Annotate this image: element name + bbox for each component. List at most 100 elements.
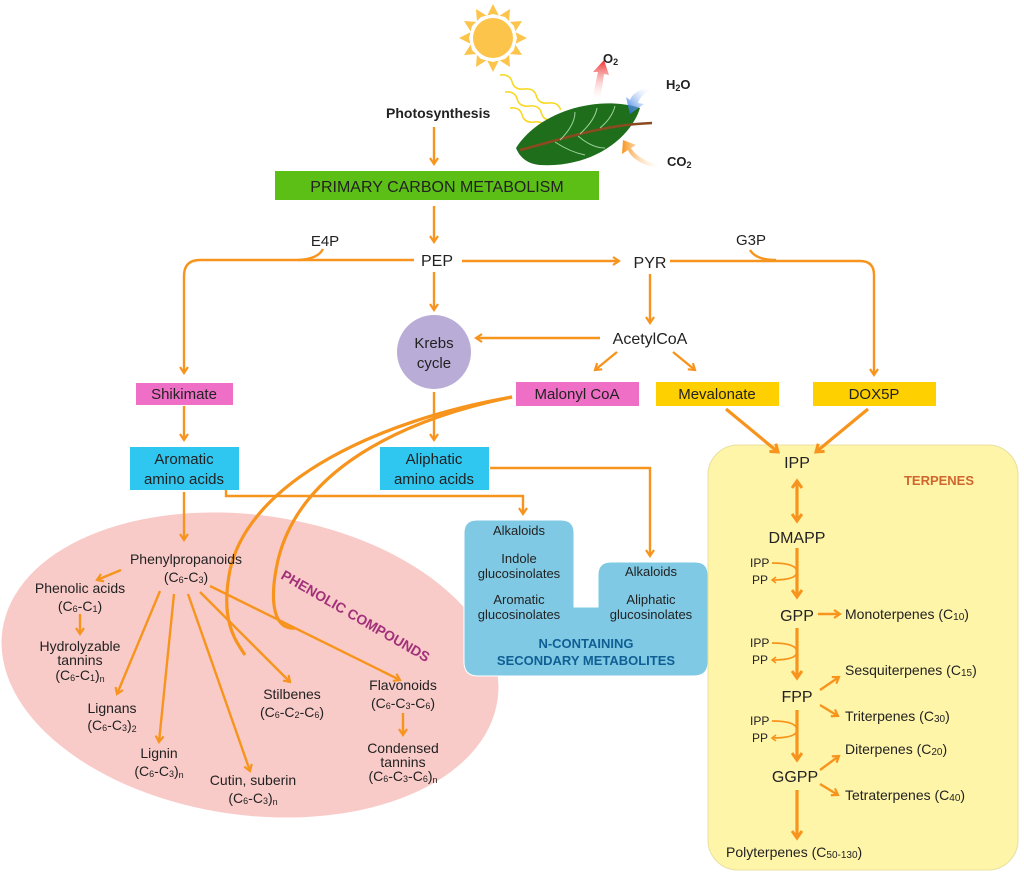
svg-text:(C6-C3-C6)n: (C6-C3-C6)n xyxy=(368,768,437,785)
sesquiterpenes-node[interactable]: Sesquiterpenes (C15) xyxy=(845,662,977,679)
n-containing-right-group: Alkaloids Aliphatic glucosinolates xyxy=(610,564,693,622)
svg-text:glucosinolates: glucosinolates xyxy=(478,566,561,581)
arrow-aliphatic-n-containing xyxy=(490,466,655,558)
co2-arrow-icon xyxy=(622,140,662,168)
svg-text:amino acids: amino acids xyxy=(144,471,224,488)
krebs-cycle-node[interactable]: Krebs cycle xyxy=(397,315,471,389)
svg-text:Aromatic: Aromatic xyxy=(154,451,214,468)
dox5p-box[interactable]: DOX5P xyxy=(813,382,936,406)
svg-text:(C6-C3)n: (C6-C3)n xyxy=(228,790,277,807)
arrow-e4p-join xyxy=(297,248,325,262)
ipp-pp-loop-1 xyxy=(770,562,798,584)
fpp-node[interactable]: FPP xyxy=(781,689,812,706)
pyr-node[interactable]: PYR xyxy=(634,255,667,272)
ipp-pp-loop-3 xyxy=(770,720,798,742)
acetylcoa-node[interactable]: AcetylCoA xyxy=(613,331,688,348)
svg-text:(C6-C2-C6): (C6-C2-C6) xyxy=(260,704,324,720)
svg-text:glucosinolates: glucosinolates xyxy=(478,607,561,622)
svg-text:Krebs: Krebs xyxy=(414,335,453,352)
side-pp-label-2: PP xyxy=(752,653,768,667)
svg-text:Phenolic acids: Phenolic acids xyxy=(35,580,125,596)
condensed-tannins-node[interactable]: Condensed tannins (C6-C3-C6)n xyxy=(367,740,439,785)
svg-text:Condensed: Condensed xyxy=(367,740,439,756)
arrow-dox5p-ipp xyxy=(816,407,870,452)
hydrolyzable-tannins-node[interactable]: Hydrolyzable tannins (C6-C1)n xyxy=(40,638,121,684)
svg-text:tannins: tannins xyxy=(57,652,102,668)
diterpenes-node[interactable]: Diterpenes (C20) xyxy=(845,741,947,758)
shikimate-box[interactable]: Shikimate xyxy=(136,383,233,405)
svg-text:Mevalonate: Mevalonate xyxy=(678,386,756,403)
svg-text:Alkaloids: Alkaloids xyxy=(625,564,678,579)
svg-text:Hydrolyzable: Hydrolyzable xyxy=(40,638,121,654)
gpp-node[interactable]: GPP xyxy=(780,608,814,625)
arrow-ggpp-diterpenes xyxy=(819,754,841,771)
phenolic-compounds-region xyxy=(1,512,499,818)
arrow-acetylcoa-malonyl xyxy=(593,351,618,372)
svg-text:(C6-C3): (C6-C3) xyxy=(164,569,208,585)
arrow-phenylpropanoids-cutin xyxy=(186,593,253,773)
svg-text:Shikimate: Shikimate xyxy=(151,386,217,403)
svg-text:(C6-C1): (C6-C1) xyxy=(58,598,102,614)
lignans-node[interactable]: Lignans (C6-C3)2 xyxy=(87,700,136,734)
g3p-label: G3P xyxy=(736,232,766,249)
co2-label: CO2 xyxy=(667,154,692,170)
arrow-malonyl-stilbenes-curve xyxy=(225,395,513,656)
aliphatic-amino-acids-box[interactable]: Aliphatic amino acids xyxy=(380,447,489,490)
ipp-node[interactable]: IPP xyxy=(784,455,810,472)
svg-text:Aliphatic: Aliphatic xyxy=(626,592,676,607)
svg-text:(C6-C3)2: (C6-C3)2 xyxy=(87,717,136,734)
arrow-phenylpropanoids-phenolic-acids xyxy=(95,568,122,583)
mevalonate-box[interactable]: Mevalonate xyxy=(656,382,779,406)
svg-text:cycle: cycle xyxy=(417,355,451,372)
arrow-pyr-dox5p xyxy=(670,259,879,377)
side-pp-label-1: PP xyxy=(752,573,768,587)
arrow-g3p-join xyxy=(748,249,777,262)
side-ipp-label-2: IPP xyxy=(750,636,769,650)
arrow-acetylcoa-mevalonate xyxy=(672,351,697,372)
svg-text:Lignans: Lignans xyxy=(87,700,136,716)
dmapp-node[interactable]: DMAPP xyxy=(769,530,826,547)
monoterpenes-node[interactable]: Monoterpenes (C10) xyxy=(845,606,969,623)
aromatic-amino-acids-box[interactable]: Aromatic amino acids xyxy=(130,447,239,490)
arrow-phenylpropanoids-lignin xyxy=(154,593,176,744)
o2-arrow-icon xyxy=(592,60,609,102)
svg-text:Stilbenes: Stilbenes xyxy=(263,686,321,702)
svg-text:Phenylpropanoids: Phenylpropanoids xyxy=(130,551,242,567)
ggpp-node[interactable]: GGPP xyxy=(772,769,818,786)
e4p-label: E4P xyxy=(311,233,339,250)
svg-text:amino acids: amino acids xyxy=(394,471,474,488)
arrow-phenylpropanoids-flavonoids xyxy=(209,584,402,683)
side-ipp-label-1: IPP xyxy=(750,556,769,570)
primary-carbon-metabolism-box[interactable]: PRIMARY CARBON METABOLISM xyxy=(275,171,599,200)
arrow-phenylpropanoids-stilbenes xyxy=(199,591,292,684)
h2o-label: H2O xyxy=(666,77,691,93)
terpenes-title: TERPENES xyxy=(904,473,974,488)
phenolic-acids-node[interactable]: Phenolic acids (C6-C1) xyxy=(35,580,125,614)
n-containing-title-line2: SECONDARY METABOLITES xyxy=(497,653,675,668)
cutin-suberin-node[interactable]: Cutin, suberin (C6-C3)n xyxy=(210,772,296,807)
lignin-node[interactable]: Lignin (C6-C3)n xyxy=(134,745,183,780)
svg-text:Aliphatic: Aliphatic xyxy=(406,451,463,468)
side-pp-label-3: PP xyxy=(752,731,768,745)
svg-text:Malonyl CoA: Malonyl CoA xyxy=(534,386,619,403)
arrow-mevalonate-ipp xyxy=(724,407,778,452)
arrow-phenylpropanoids-lignans xyxy=(114,590,162,696)
arrow-ggpp-tetraterpenes xyxy=(819,782,840,797)
arrow-malonyl-flavonoids-curve xyxy=(271,395,513,630)
tetraterpenes-node[interactable]: Tetraterpenes (C40) xyxy=(845,787,965,804)
polyterpenes-node[interactable]: Polyterpenes (C50-130) xyxy=(726,844,862,861)
arrow-aromatic-n-containing xyxy=(224,490,528,516)
triterpenes-node[interactable]: Triterpenes (C30) xyxy=(845,708,950,725)
svg-text:(C6-C3)n: (C6-C3)n xyxy=(134,763,183,780)
svg-text:(C6-C1)n: (C6-C1)n xyxy=(55,667,104,684)
pep-node[interactable]: PEP xyxy=(421,253,453,270)
svg-text:Aromatic: Aromatic xyxy=(493,592,545,607)
malonyl-coa-box[interactable]: Malonyl CoA xyxy=(516,382,639,406)
stilbenes-node[interactable]: Stilbenes (C6-C2-C6) xyxy=(260,686,324,720)
ipp-pp-loop-2 xyxy=(770,642,798,664)
arrow-fpp-sesquiterpenes xyxy=(819,675,841,691)
phenylpropanoids-node[interactable]: Phenylpropanoids (C6-C3) xyxy=(130,551,242,585)
flavonoids-node[interactable]: Flavonoids (C6-C3-C6) xyxy=(369,677,437,711)
svg-text:Cutin, suberin: Cutin, suberin xyxy=(210,772,296,788)
arrow-fpp-triterpenes xyxy=(819,703,840,718)
